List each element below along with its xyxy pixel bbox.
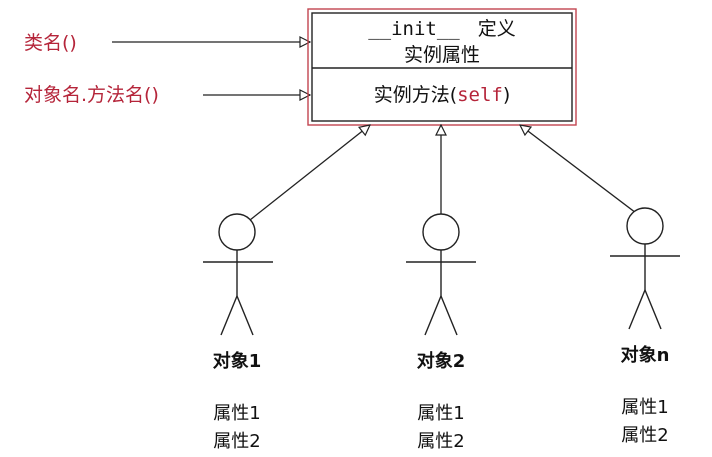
object2-leg-right	[440, 295, 458, 336]
class-call-label: 类名()	[24, 32, 77, 54]
class-box-inner-border	[311, 12, 573, 122]
object1-attr2: 属性2	[213, 431, 260, 452]
objectn-name: 对象n	[621, 344, 670, 366]
object2-leg-left	[424, 295, 442, 336]
object1-leg-right	[236, 295, 254, 336]
objectn-attr2: 属性2	[621, 425, 668, 446]
objectn-arrow	[520, 125, 637, 214]
init-line: __init__ 定义	[368, 18, 516, 40]
method-call-label: 对象名.方法名()	[24, 84, 159, 106]
object2-name: 对象2	[417, 350, 466, 372]
method-suffix: )	[503, 84, 510, 106]
method-param: self	[457, 84, 503, 106]
init-suffix: 定义	[478, 18, 516, 40]
object1-name: 对象1	[213, 350, 262, 372]
init-keyword: __init__	[368, 18, 460, 40]
object1-figure	[203, 213, 273, 336]
object1-leg-left	[220, 295, 238, 336]
objectn-leg-right	[644, 289, 662, 330]
method-line: 实例方法(self)	[374, 84, 511, 106]
object1-arrow	[249, 125, 370, 221]
object2-head	[422, 213, 460, 251]
object2-figure	[406, 213, 476, 336]
object2-attr2: 属性2	[417, 431, 464, 452]
object1-head	[218, 213, 256, 251]
objectn-leg-left	[628, 289, 646, 330]
objectn-head	[626, 207, 664, 245]
method-prefix: 实例方法(	[374, 84, 457, 106]
objectn-attr1: 属性1	[621, 397, 668, 418]
object2-attr1: 属性1	[417, 403, 464, 424]
class-box: __init__ 定义 实例属性 实例方法(self)	[307, 8, 577, 126]
object1-attr1: 属性1	[213, 403, 260, 424]
attributes-label: 实例属性	[404, 44, 480, 66]
objectn-figure	[610, 207, 680, 330]
